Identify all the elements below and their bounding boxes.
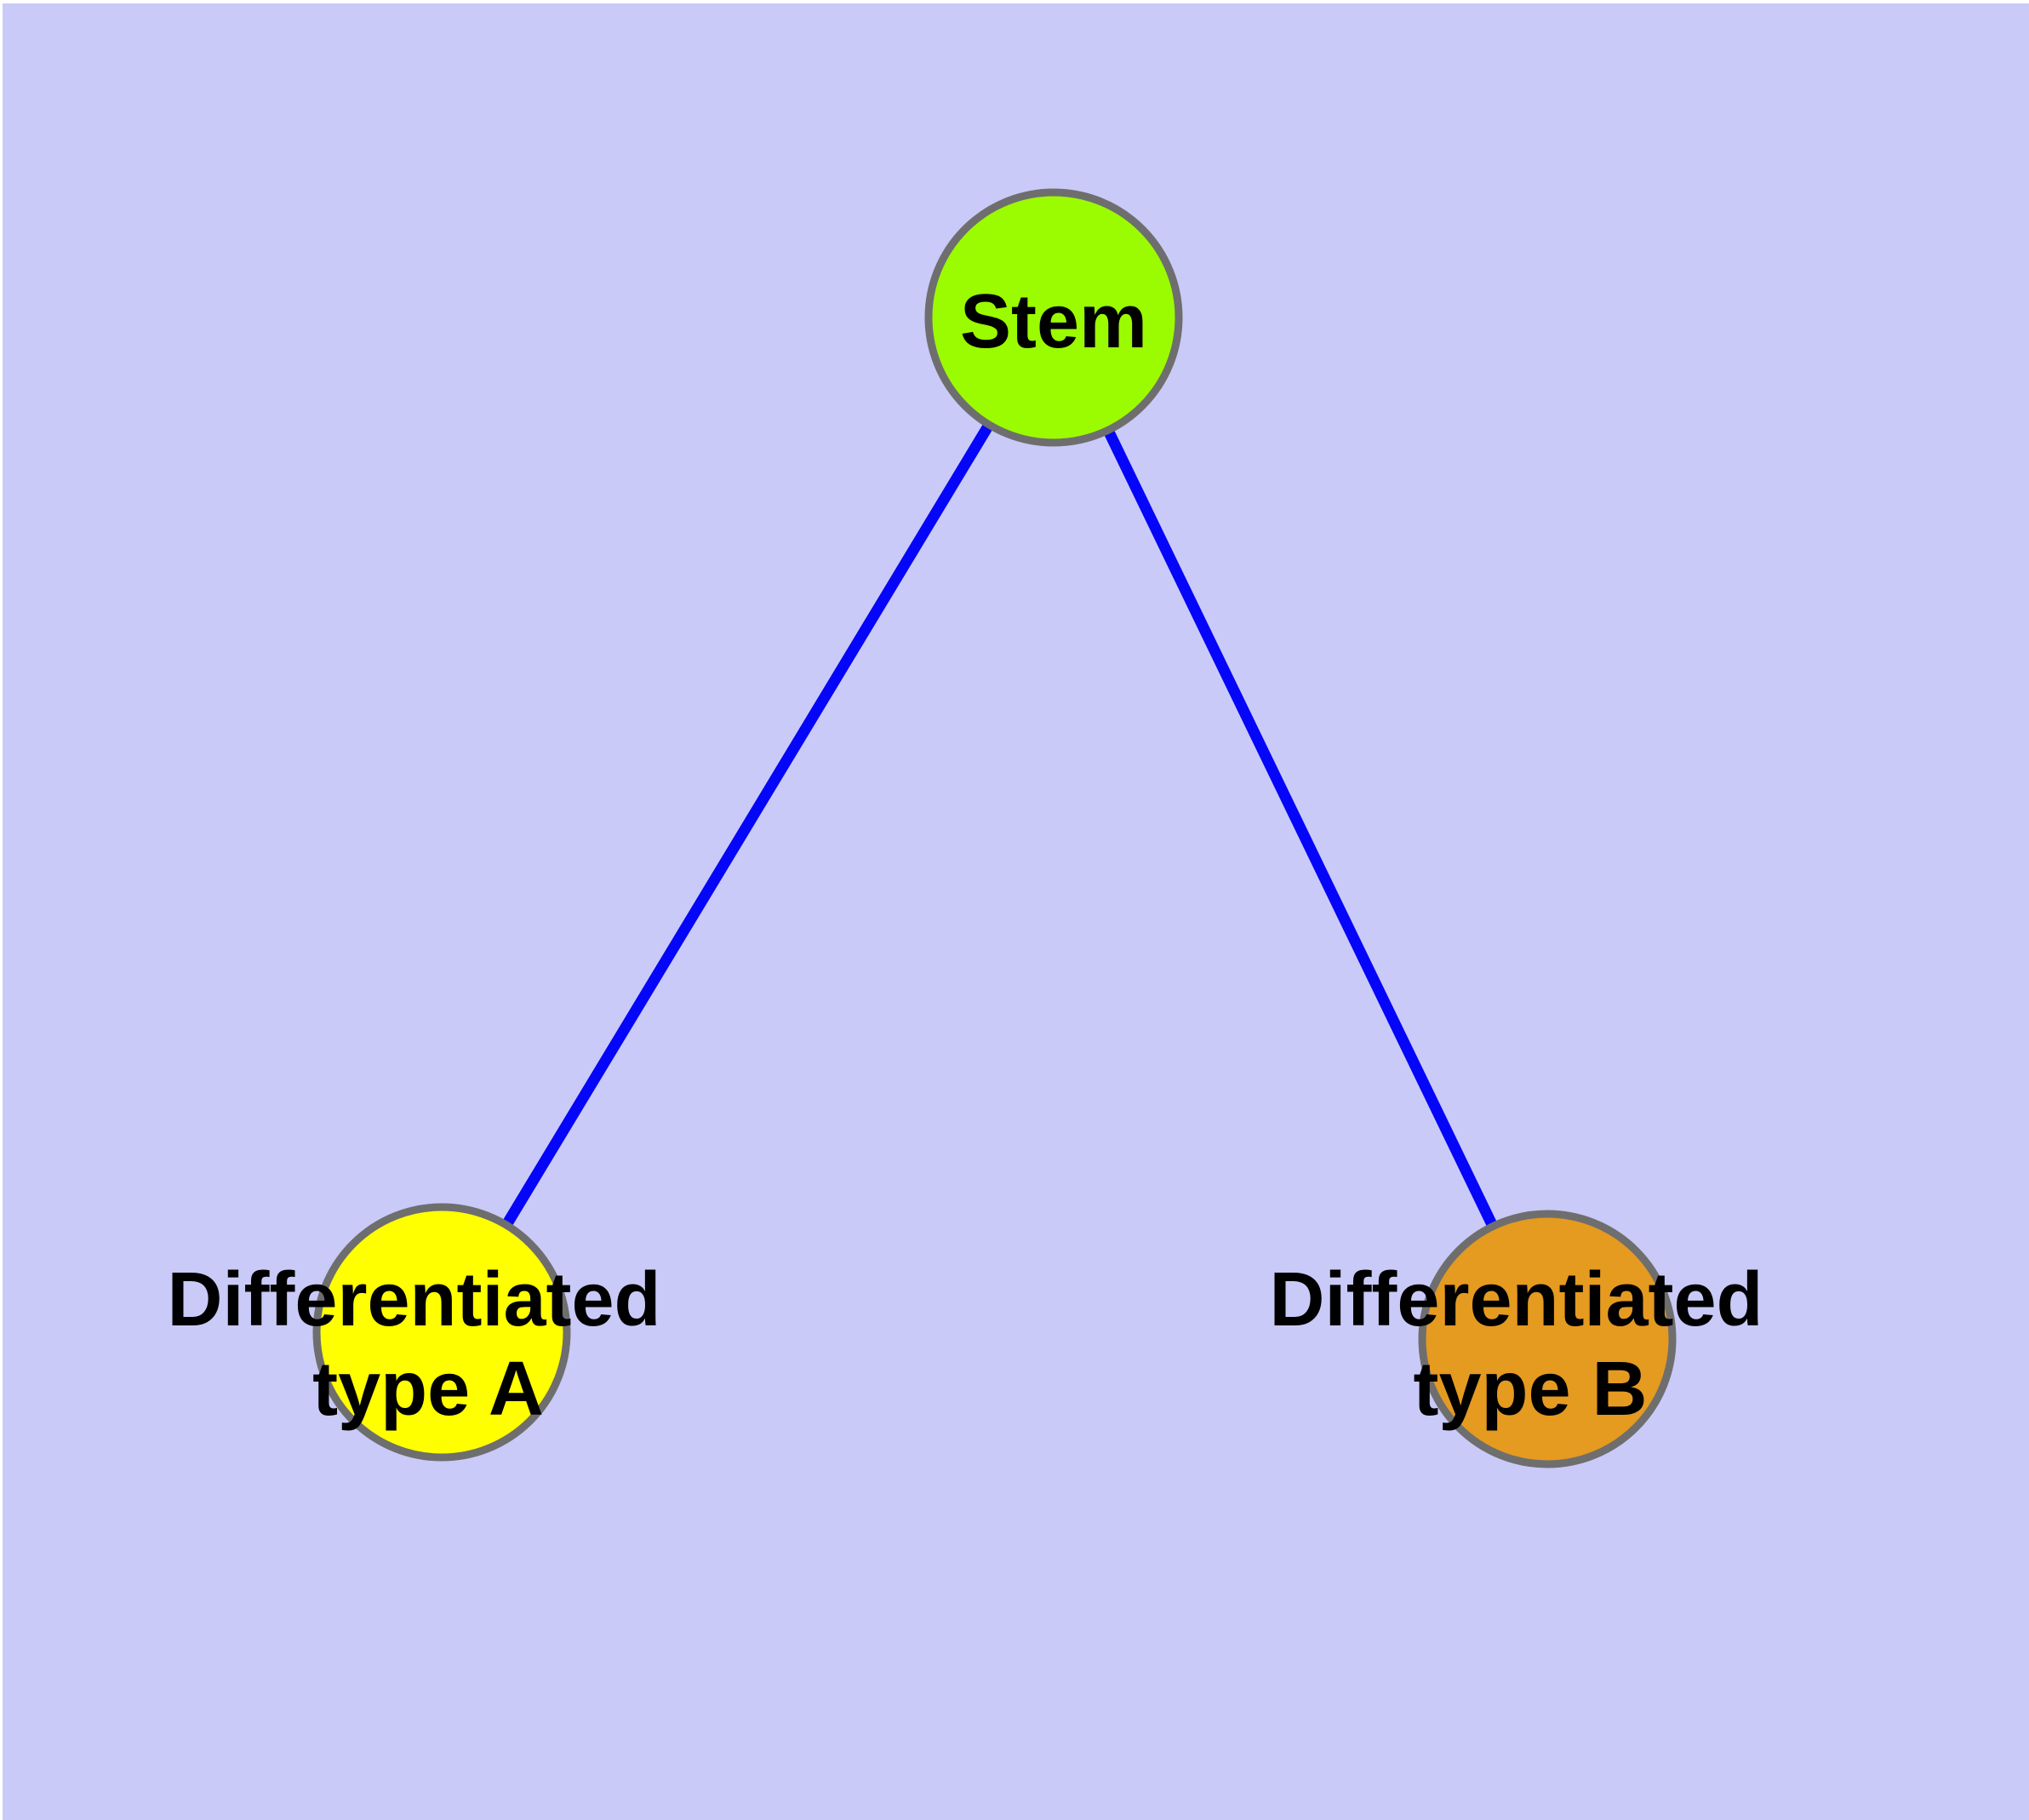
node-label-differentiated-type-b: Differentiated type B <box>1269 1257 1784 1432</box>
node-label-differentiated-type-a: Differentiated type A <box>167 1257 682 1432</box>
node-differentiated-type-b <box>1418 1210 1677 1468</box>
node-label-type-b-line2: type B <box>1413 1347 1647 1432</box>
node-label-type-a-line1: Differentiated <box>167 1257 660 1342</box>
node-label-type-a-line2: type A <box>312 1347 544 1432</box>
node-label-stem-line1: Stem <box>960 279 1147 364</box>
edge-stem-to-type-b <box>1049 315 1552 1342</box>
edge-stem-to-type-a <box>437 314 1059 1336</box>
node-differentiated-type-a <box>312 1203 571 1462</box>
node-label-stem: Stem <box>960 279 1147 364</box>
node-label-type-b-line1: Differentiated <box>1269 1257 1763 1342</box>
node-stem <box>924 188 1183 447</box>
